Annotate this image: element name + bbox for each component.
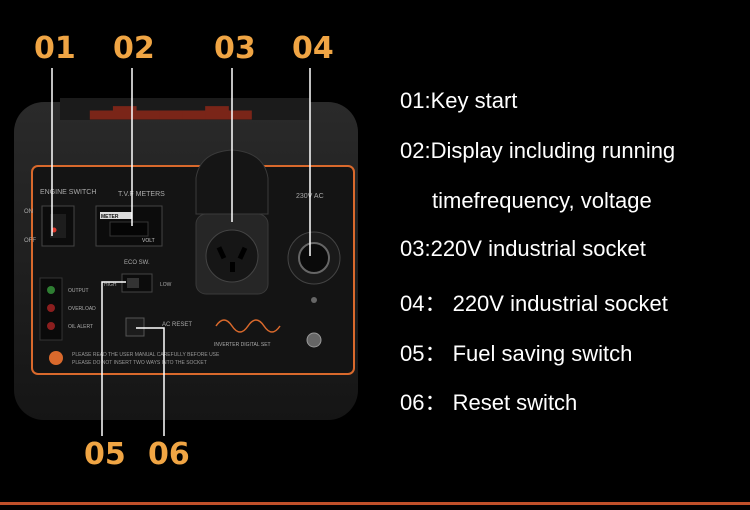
meter-badge bbox=[100, 212, 132, 219]
legend-item-04: 04： 220V industrial socket bbox=[400, 291, 668, 316]
leader-06 bbox=[136, 327, 165, 436]
legend-item-02-continued: timefrequency, voltage bbox=[432, 188, 652, 213]
on-label: ON bbox=[24, 209, 33, 215]
legend-item-02: 02:Display including running bbox=[400, 138, 676, 163]
legend-item-01: 01:Key start bbox=[400, 88, 518, 113]
output-label: OUTPUT bbox=[68, 288, 89, 294]
eco-label: ECO SW. bbox=[124, 260, 150, 266]
low-label: LOW bbox=[160, 282, 172, 288]
industrial-socket-03[interactable] bbox=[205, 229, 259, 283]
sine-wave-icon bbox=[215, 319, 281, 333]
callout-05: 05 bbox=[84, 437, 126, 472]
leader-05 bbox=[101, 281, 126, 436]
off-label: OFF bbox=[24, 238, 36, 244]
ac-reset-label: AC RESET bbox=[162, 322, 192, 328]
socket-pin-icon bbox=[216, 246, 227, 260]
twist-lock-ring-icon bbox=[298, 242, 330, 274]
screw-icon bbox=[311, 297, 317, 303]
legend-item-03: 03:220V industrial socket bbox=[400, 236, 646, 261]
warning-logo-icon bbox=[49, 351, 63, 365]
high-label: HIGH bbox=[104, 282, 117, 288]
bottom-divider bbox=[0, 502, 750, 505]
socket-pin-icon bbox=[230, 262, 235, 272]
top-logo-glyphs: ▂▃▂▂▂▃▂ bbox=[89, 85, 252, 120]
warning-line-2: PLEASE DO NOT INSERT TWO WAYS INTO THE S… bbox=[72, 360, 207, 366]
ac-reset-button[interactable] bbox=[125, 317, 145, 337]
ground-terminal-icon bbox=[306, 332, 322, 348]
volt-label: VOLT bbox=[142, 238, 155, 244]
callout-06: 06 bbox=[148, 437, 190, 472]
output-led-icon bbox=[47, 286, 55, 294]
meters-label: T.V.F METERS bbox=[118, 191, 165, 198]
legend-item-06: 06： Reset switch bbox=[400, 390, 578, 415]
oil-alert-label: OIL ALERT bbox=[68, 324, 93, 330]
socket-pin-icon bbox=[237, 246, 248, 260]
callout-leaders bbox=[51, 68, 311, 436]
eco-switch-rocker[interactable] bbox=[127, 278, 139, 288]
inverter-label: INVERTER DIGITAL SET bbox=[214, 342, 271, 348]
callout-02: 02 bbox=[113, 31, 155, 66]
meter-display bbox=[109, 221, 149, 237]
callout-01: 01 bbox=[34, 31, 76, 66]
overload-led-icon bbox=[47, 304, 55, 312]
engine-switch-label: ENGINE SWITCH bbox=[40, 189, 96, 196]
callout-04: 04 bbox=[292, 31, 334, 66]
oil-alert-led-icon bbox=[47, 322, 55, 330]
top-logo-strip bbox=[60, 98, 310, 120]
legend-item-05: 05： Fuel saving switch bbox=[400, 341, 633, 366]
warning-line-1: PLEASE READ THE USER MANUAL CAREFULLY BE… bbox=[72, 352, 220, 358]
meter-badge-text: METER bbox=[101, 214, 119, 220]
overload-label: OVERLOAD bbox=[68, 306, 96, 312]
callout-03: 03 bbox=[214, 31, 256, 66]
